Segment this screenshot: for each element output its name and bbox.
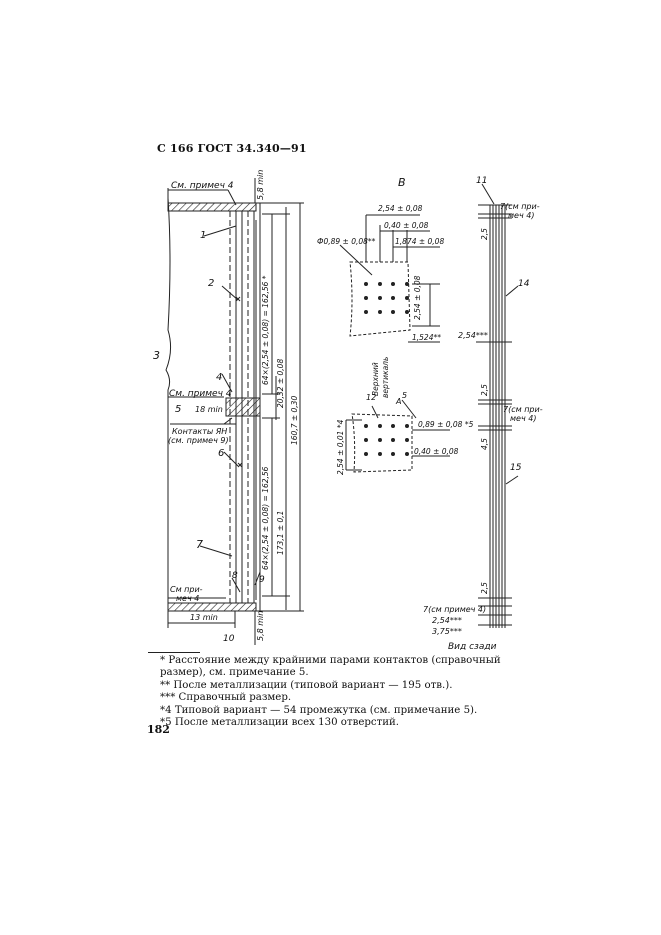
callout-9: 9 — [259, 575, 265, 585]
contacts-note-line-2: (см. примеч 9) — [168, 436, 229, 445]
callout-12: 12 — [366, 393, 376, 402]
footnotes: * Расстояние между крайними парами конта… — [148, 655, 508, 729]
center-lower-panel — [351, 413, 413, 473]
top-hatch-bar — [167, 202, 257, 212]
callout-15: 15 — [510, 463, 522, 473]
side-label-2: вертикаль — [381, 357, 390, 398]
dim-vertical-total: 173,1 ± 0,1 — [276, 511, 285, 555]
callout-2: 2 — [208, 278, 214, 289]
dim-3-75-bottom: 3,75*** — [432, 627, 462, 636]
footnote-2: ** После металлизации (типовой вариант —… — [160, 679, 453, 691]
dim-1-874: 1,874 ± 0,08 — [395, 237, 444, 246]
callout-10: 10 — [223, 634, 235, 644]
dim-1-524: 1,524** — [412, 333, 441, 342]
callout-11: 11 — [476, 176, 487, 186]
dim-13min: 13 min — [190, 613, 218, 622]
note-bottom-line-1: См при- — [170, 585, 203, 594]
dim-18min: 18 min — [195, 405, 223, 414]
note-right-top-1: 7(см при- — [500, 202, 540, 211]
callout-1: 1 — [200, 230, 206, 241]
dim-2-54-stars: 2,54*** — [458, 331, 488, 340]
technical-drawing: См. примеч 4 5,8 min 1 2 3 4 См. примеч … — [153, 170, 543, 650]
footnote-4: *4 Типовой вариант — 54 промежутка (см. … — [160, 704, 478, 716]
standard-code: ГОСТ 34.340—91 — [197, 142, 307, 155]
dim-0-89: 0,89 ± 0,08 *5 — [418, 420, 474, 429]
dim-hole-diameter: Ф0,89 ± 0,08** — [317, 237, 376, 246]
note-right-top-2: меч 4) — [508, 211, 534, 220]
dim-2-54-vertical: 2,54 ± 0,08 — [413, 275, 422, 320]
note-bottom-line-2: меч 4 — [176, 594, 199, 603]
footnote-3: *** Справочный размер. — [160, 692, 292, 704]
bottom-hatch-bar — [167, 602, 257, 612]
dim-0-40-top: 0,40 ± 0,08 — [384, 221, 429, 230]
note-right-bottom: 7(см примеч 4) — [423, 605, 486, 614]
footnote-1: * Расстояние между крайними парами конта… — [160, 655, 501, 679]
dim-vertical-upper: 64×(2,54 ± 0,08) = 162,56 * — [261, 275, 270, 385]
callout-7: 7 — [196, 538, 203, 551]
callout-6: 6 — [218, 448, 224, 459]
dim-4-5: 4,5 — [480, 438, 489, 450]
dim-vertical-lower: 64×(2,54 ± 0,08) = 162,56 — [261, 466, 270, 570]
footnote-5: *5 После металлизации всех 130 отверстий… — [160, 717, 400, 729]
note-right-mid-2: меч 4) — [510, 414, 536, 423]
dim-2-54-lower: 2,54 ± 0,01 *4 — [336, 419, 345, 475]
view-label-b: В — [398, 176, 406, 189]
dim-vertical-mid: 20,32 ± 0,08 — [276, 359, 285, 408]
callout-14: 14 — [518, 279, 530, 289]
middle-hatch-block — [225, 397, 261, 417]
board-break-line — [165, 197, 172, 612]
callout-5-center: 5 — [402, 391, 407, 400]
callout-3: 3 — [153, 349, 160, 362]
dim-2-5-low: 2,5 — [480, 582, 489, 594]
center-upper-panel — [349, 261, 411, 337]
dim-top-min: 5,8 min — [256, 170, 265, 200]
page-footer-number: 182 — [147, 723, 170, 736]
note-top-left: См. примеч 4 — [171, 181, 234, 191]
callout-8: 8 — [232, 571, 238, 581]
dim-0-40-lower: 0,40 ± 0,08 — [414, 447, 459, 456]
dim-2-54-top: 2,54 ± 0,08 — [378, 204, 423, 213]
page-number: 166 — [170, 142, 194, 155]
side-label-1: Верхний — [371, 362, 380, 396]
dim-2-5-top: 2,5 — [480, 228, 489, 240]
contacts-note-line-1: Контакты ЯН — [172, 427, 227, 436]
footnote-rule — [148, 652, 200, 653]
callout-4: 4 — [216, 372, 222, 383]
page-prefix: С — [157, 142, 166, 155]
note-right-mid-1: 7(см при- — [503, 405, 543, 414]
label-a: А — [395, 397, 401, 406]
page-header: С 166 ГОСТ 34.340—91 — [157, 142, 307, 155]
dim-bottom-min: 5,8 min — [256, 611, 265, 641]
dim-2-5-mid: 2,5 — [480, 384, 489, 396]
note-middle-left: См. примеч 4 — [169, 389, 232, 399]
dim-2-54-bottom: 2,54*** — [432, 616, 462, 625]
dim-vertical-full: 160,7 ± 0,30 — [290, 396, 299, 445]
view-label-back: Вид сзади — [448, 642, 497, 650]
callout-5-left: 5 — [175, 404, 181, 415]
